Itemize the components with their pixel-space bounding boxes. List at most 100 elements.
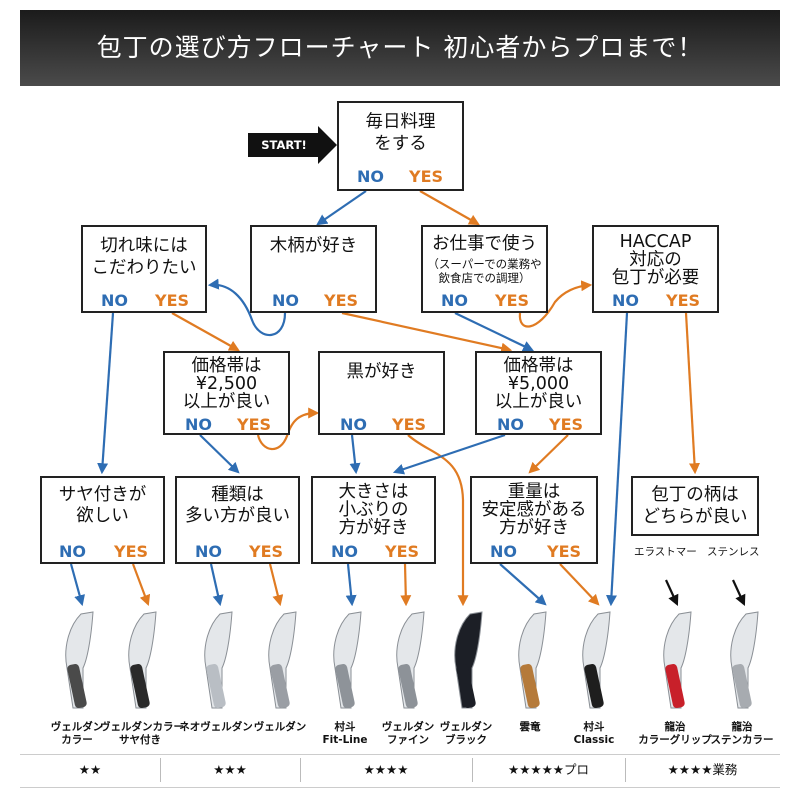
node-sheath-line2: 欲しい — [76, 506, 129, 526]
node-sheath-line1: サヤ付きが — [58, 485, 147, 505]
knife-images — [65, 611, 759, 709]
knife-image — [65, 611, 94, 709]
node-haccp: HACCAP 対応の 包丁が必要 NO YES — [592, 225, 719, 313]
node-size: 大きさは 小ぶりの 方が好き NO YES — [311, 476, 436, 564]
node-wood-handle: 木柄が好き NO YES — [250, 225, 377, 313]
knife-image — [128, 611, 157, 709]
arrow-daily-no — [316, 190, 367, 226]
node-sheath: サヤ付きが 欲しい NO YES — [40, 476, 165, 564]
node-p2500-line3: 以上が良い — [182, 392, 271, 412]
knife-label: 龍治カラーグリップ — [635, 721, 715, 747]
node-weight: 重量は 安定感がある 方が好き NO YES — [470, 476, 598, 564]
knife-name: ヴェルダン — [439, 721, 493, 733]
arrow-sheath-yes — [131, 563, 151, 607]
handle-option-elastomer: エラストマー — [634, 546, 697, 558]
node-p2500-no: NO — [185, 415, 212, 434]
arrow-size-no — [345, 563, 357, 607]
arrow-size-yes — [400, 563, 412, 607]
arrow-variety-no — [209, 563, 224, 607]
node-p5000-line2: ¥5,000 — [507, 374, 570, 394]
node-size-line2: 小ぶりの — [338, 500, 409, 520]
arrow-sharp-yes — [171, 312, 240, 352]
node-black-yes: YES — [392, 415, 427, 434]
title-bar: 包丁の選び方フローチャート 初心者からプロまで！ — [20, 10, 780, 86]
node-work-sub2: 飲食店での調理） — [438, 271, 531, 285]
knife-handle — [520, 663, 540, 709]
knife-name: 村斗 — [583, 721, 605, 733]
knife-label: ヴェルダンブラック — [426, 721, 506, 747]
knife-subname: Classic — [573, 734, 615, 746]
node-p5000-line3: 以上が良い — [494, 392, 583, 412]
node-daily-no: NO — [357, 167, 384, 186]
handle-option-stainless: ステンレス — [707, 546, 760, 558]
node-sharpness-no: NO — [101, 291, 128, 310]
node-work-yes: YES — [495, 291, 530, 310]
arrow-work-no — [454, 312, 534, 352]
knife-image — [730, 611, 759, 709]
rating-standard: ★★★ — [213, 762, 247, 777]
node-weight-line1: 重量は — [507, 482, 561, 502]
knife-image — [518, 611, 547, 709]
knife-handle — [206, 663, 226, 709]
knife-label: ヴェルダンカラーサヤ付き — [100, 721, 184, 747]
rating-divider — [160, 758, 161, 782]
knife-label: ヴェルダンカラー — [37, 721, 117, 747]
arrow-weight-no — [499, 563, 547, 606]
arrow-black-yes — [407, 434, 469, 607]
node-daily-line2: をする — [374, 134, 427, 154]
arrow-handle-a — [665, 579, 679, 606]
arrow-p5000-yes — [528, 434, 569, 474]
rating-divider — [625, 758, 626, 782]
node-work-use: お仕事で使う （スーパーでの業務や 飲食店での調理） NO YES — [421, 225, 548, 313]
node-variety-line2: 多い方が良い — [185, 506, 290, 526]
knife-subname: ステンカラー — [710, 734, 774, 746]
arrow-black-no — [349, 434, 361, 475]
knife-handle — [665, 663, 685, 709]
knife-subname: サヤ付き — [119, 734, 161, 746]
node-haccp-line2: 対応の — [629, 250, 682, 270]
knife-image — [396, 611, 425, 709]
rating-advanced: ★★★★ — [363, 762, 409, 777]
rating-basic: ★★ — [78, 762, 102, 777]
rating-pro: ★★★★★プロ — [507, 762, 590, 777]
knife-name: ヴェルダンカラー — [100, 721, 184, 733]
node-variety-yes: YES — [249, 542, 284, 561]
knife-handle — [67, 663, 87, 709]
knife-image — [333, 611, 362, 709]
start-label: START! — [261, 138, 307, 152]
node-haccp-no: NO — [612, 291, 639, 310]
node-black: 黒が好き NO YES — [318, 351, 445, 435]
node-p2500-yes: YES — [237, 415, 272, 434]
arrow-sharp-no — [97, 312, 115, 475]
arrow-p5000-no — [392, 433, 506, 475]
arrow-wood-yes — [341, 311, 513, 354]
page-title: 包丁の選び方フローチャート 初心者からプロまで！ — [96, 33, 704, 62]
node-black-line1: 黒が好き — [346, 362, 417, 382]
knife-handle — [732, 663, 752, 709]
node-daily-line1: 毎日料理 — [365, 112, 436, 132]
node-sheath-yes: YES — [114, 542, 149, 561]
knife-subname: Fit-Line — [322, 734, 368, 746]
knife-handle — [584, 663, 604, 709]
rating-strip — [20, 754, 780, 788]
knife-subname: ファイン — [387, 734, 429, 746]
rating-divider — [300, 758, 301, 782]
knife-subname: カラー — [61, 734, 93, 746]
knife-name: ヴェルダン — [381, 721, 435, 733]
node-weight-line2: 安定感がある — [481, 500, 587, 520]
node-p5000-no: NO — [497, 415, 524, 434]
arrow-sheath-no — [69, 563, 85, 607]
node-sharpness: 切れ味には こだわりたい NO YES — [81, 225, 207, 313]
node-work-sub1: （スーパーでの業務や — [427, 257, 542, 271]
knife-label: ヴェルダンファイン — [368, 721, 448, 747]
knife-handle — [270, 663, 290, 709]
knife-name: ネオヴェルダン — [179, 721, 253, 733]
node-handle-type: 包丁の柄は どちらが良い — [631, 476, 759, 536]
node-weight-yes: YES — [547, 542, 582, 561]
knife-handle — [335, 663, 355, 709]
node-size-no: NO — [331, 542, 358, 561]
arrow-p2500-yes — [256, 407, 320, 451]
node-wood-line1: 木柄が好き — [269, 236, 358, 256]
